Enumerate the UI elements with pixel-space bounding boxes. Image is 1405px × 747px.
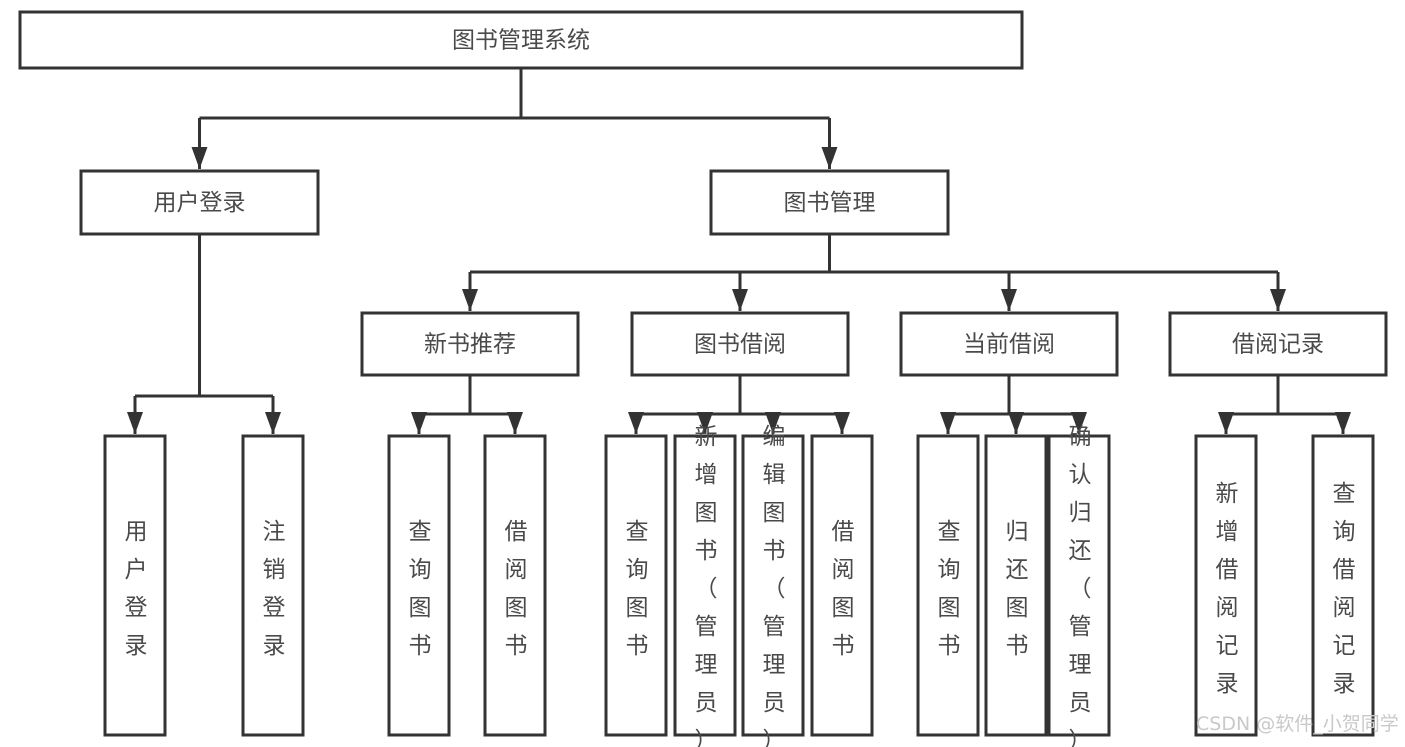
arrow-head-icon-leaf-user-login: [127, 412, 143, 434]
arrow-head-icon-leaf-query-book-2: [628, 412, 644, 434]
arrow-head-icon-leaf-query-record: [1335, 412, 1351, 434]
node-leaf-add-record-rect[interactable]: [1194, 434, 1258, 737]
node-leaf-query-book-3-rect[interactable]: [916, 434, 980, 737]
node-leaf-confirm-return-rect[interactable]: [1047, 434, 1111, 737]
node-leaf-query-record-label: 查询借阅记录: [1333, 481, 1356, 697]
arrow-head-icon-leaf-query-book-1: [411, 412, 427, 434]
node-leaf-query-book-3[interactable]: 查询图书: [916, 434, 980, 737]
arrow-head-icon-leaf-return-book: [1008, 412, 1024, 434]
node-leaf-borrow-book-2-label: 借阅图书: [832, 519, 855, 659]
node-leaf-user-login-rect[interactable]: [103, 434, 167, 737]
node-leaf-borrow-book-1[interactable]: 借阅图书: [483, 434, 547, 737]
node-leaf-return-book-rect[interactable]: [984, 434, 1048, 737]
node-leaf-edit-book-label: 编辑图书（管理员）: [763, 424, 786, 747]
node-leaf-user-login-label: 用户登录: [125, 519, 148, 659]
node-current-borrow[interactable]: 当前借阅: [899, 311, 1119, 377]
node-root-root-label: 图书管理系统: [452, 28, 590, 54]
node-borrow-record-label: 借阅记录: [1232, 332, 1324, 358]
node-leaf-query-record-rect[interactable]: [1311, 434, 1375, 737]
arrow-head-icon-leaf-borrow-book-2: [834, 412, 850, 434]
connectors-layer: [127, 68, 1351, 434]
node-leaf-edit-book[interactable]: 编辑图书（管理员）: [741, 424, 805, 747]
node-book-manage[interactable]: 图书管理: [709, 169, 950, 236]
node-leaf-user-login[interactable]: 用户登录: [103, 434, 167, 737]
node-book-borrow[interactable]: 图书借阅: [630, 311, 850, 377]
node-leaf-add-book-rect[interactable]: [673, 434, 737, 737]
node-user-login-label: 用户登录: [154, 190, 246, 216]
node-leaf-query-book-2-rect[interactable]: [604, 434, 668, 737]
node-leaf-user-logout-rect[interactable]: [241, 434, 305, 737]
node-leaf-query-book-1-label: 查询图书: [409, 519, 432, 659]
arrow-head-icon-new-book-rec: [462, 289, 478, 311]
arrow-head-icon-leaf-query-book-3: [940, 412, 956, 434]
node-leaf-query-book-1-rect[interactable]: [387, 434, 451, 737]
node-user-login-rect[interactable]: [79, 169, 320, 236]
node-leaf-query-book-1[interactable]: 查询图书: [387, 434, 451, 737]
node-leaf-query-record[interactable]: 查询借阅记录: [1311, 434, 1375, 737]
arrow-head-icon-leaf-add-book: [697, 412, 713, 434]
arrow-head-icon-leaf-borrow-book-1: [507, 412, 523, 434]
arrow-head-icon-borrow-record: [1270, 289, 1286, 311]
node-leaf-add-book-label: 新增图书（管理员）: [695, 424, 718, 747]
nodes-layer: 图书管理系统用户登录图书管理新书推荐图书借阅当前借阅借阅记录用户登录注销登录查询…: [18, 10, 1388, 747]
node-leaf-add-record-label: 新增借阅记录: [1216, 481, 1239, 697]
arrow-head-icon-user-login: [191, 147, 208, 169]
node-book-borrow-rect[interactable]: [630, 311, 850, 377]
csdn-watermark: CSDN @软件_小贺同学: [1196, 713, 1399, 735]
node-leaf-confirm-return-label: 确认归还（管理员）: [1069, 424, 1092, 747]
node-new-book-rec[interactable]: 新书推荐: [360, 311, 580, 377]
arrow-head-icon-book-borrow: [732, 289, 748, 311]
node-current-borrow-label: 当前借阅: [963, 332, 1055, 358]
node-leaf-edit-book-rect[interactable]: [741, 434, 805, 737]
arrow-head-icon-leaf-add-record: [1218, 412, 1234, 434]
node-book-borrow-label: 图书借阅: [694, 332, 786, 358]
arrow-head-icon-current-borrow: [1001, 289, 1017, 311]
node-current-borrow-rect[interactable]: [899, 311, 1119, 377]
node-leaf-user-logout-label: 注销登录: [263, 519, 286, 659]
node-new-book-rec-label: 新书推荐: [424, 332, 516, 358]
node-leaf-query-book-3-label: 查询图书: [938, 519, 961, 659]
node-leaf-borrow-book-2-rect[interactable]: [810, 434, 874, 737]
node-book-manage-label: 图书管理: [784, 190, 876, 216]
node-new-book-rec-rect[interactable]: [360, 311, 580, 377]
node-root-root[interactable]: 图书管理系统: [18, 10, 1024, 70]
node-leaf-query-book-2[interactable]: 查询图书: [604, 434, 668, 737]
arrow-head-icon-leaf-user-logout: [265, 412, 281, 434]
node-book-manage-rect[interactable]: [709, 169, 950, 236]
node-leaf-query-book-2-label: 查询图书: [626, 519, 649, 659]
arrow-head-icon-book-manage: [821, 147, 838, 169]
node-borrow-record-rect[interactable]: [1168, 311, 1388, 377]
node-root-root-rect[interactable]: [18, 10, 1024, 70]
node-leaf-borrow-book-2[interactable]: 借阅图书: [810, 434, 874, 737]
node-user-login[interactable]: 用户登录: [79, 169, 320, 236]
node-leaf-add-record[interactable]: 新增借阅记录: [1194, 434, 1258, 737]
node-leaf-return-book-label: 归还图书: [1006, 519, 1029, 659]
node-leaf-add-book[interactable]: 新增图书（管理员）: [673, 424, 737, 747]
node-leaf-borrow-book-1-rect[interactable]: [483, 434, 547, 737]
arrow-head-icon-leaf-confirm-return: [1071, 412, 1087, 434]
node-leaf-user-logout[interactable]: 注销登录: [241, 434, 305, 737]
node-leaf-borrow-book-1-label: 借阅图书: [505, 519, 528, 659]
node-borrow-record[interactable]: 借阅记录: [1168, 311, 1388, 377]
node-leaf-confirm-return[interactable]: 确认归还（管理员）: [1047, 424, 1111, 747]
arrow-head-icon-leaf-edit-book: [765, 412, 781, 434]
node-leaf-return-book[interactable]: 归还图书: [984, 434, 1048, 737]
